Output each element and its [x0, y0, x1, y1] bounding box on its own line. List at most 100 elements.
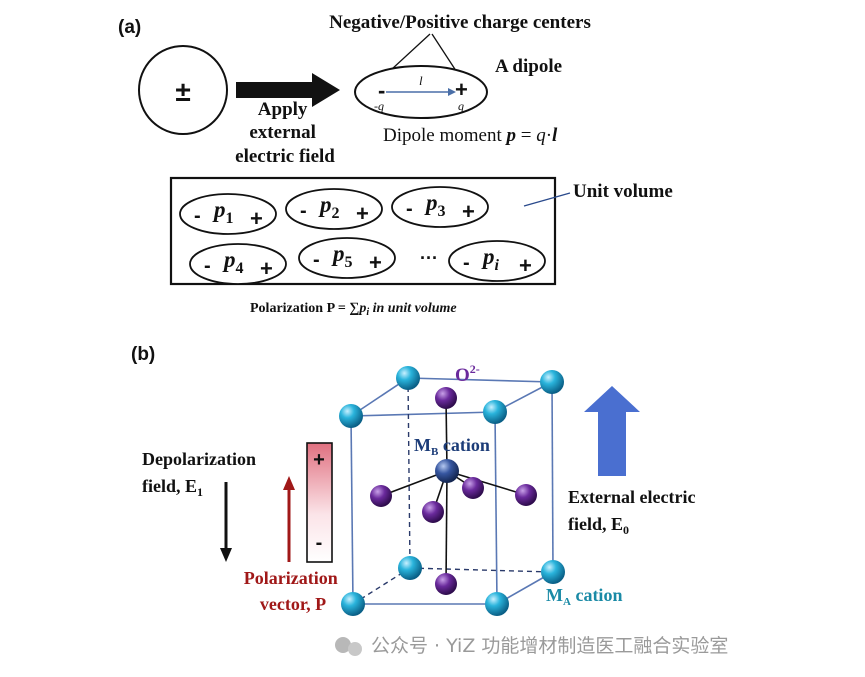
neutral-charge-circle: [138, 45, 228, 135]
dipole-minus-3: -: [406, 198, 413, 220]
pv-line-1: Polarization: [244, 568, 338, 588]
bond: [445, 470, 448, 585]
hidden-edge: [409, 567, 554, 573]
apply-line-1: Apply: [258, 99, 308, 120]
dipole-plus-6: +: [519, 253, 532, 278]
dipole-p-5: p5: [331, 241, 353, 271]
apply-line-2: external: [249, 122, 315, 143]
edge: [407, 377, 553, 383]
pf-sub: i: [366, 307, 369, 318]
depol-sub: 1: [197, 485, 203, 499]
dipole-p-2: p2: [318, 192, 340, 222]
edge: [494, 411, 498, 605]
ma-cation-atom: [396, 366, 420, 390]
ma-cation-atom: [540, 370, 564, 394]
mb-main: M: [414, 435, 431, 455]
charge-symbol: ±: [175, 76, 190, 107]
ma-cation-atom: [485, 592, 509, 616]
panel-b-label: (b): [131, 344, 155, 365]
depol-prefix: field, E: [142, 476, 197, 496]
edge: [551, 381, 554, 573]
dipole-plus-2: +: [356, 201, 369, 226]
oxygen-atom-bottom: [435, 573, 457, 595]
dipole-p-3: p3: [424, 190, 446, 220]
dipole-minus-5: -: [313, 249, 320, 271]
polarization-bar: [306, 442, 333, 563]
dipole-plus-1: +: [250, 206, 263, 231]
o-main: O: [455, 365, 470, 386]
bar-plus: +: [313, 449, 325, 471]
dipole-ellipse-2: [285, 188, 383, 230]
dipole-q-left: -q: [374, 99, 384, 113]
ma-cation-atom: [398, 556, 422, 580]
polarization-vector-label: Polarization vector, P: [244, 568, 342, 614]
dipole-minus-2: -: [300, 200, 307, 222]
pf-suffix: in unit volume: [369, 301, 457, 316]
polarization-arrow-head: [283, 476, 295, 490]
dipole-ellipse-1: [179, 193, 277, 235]
charge-centers-label: Negative/Positive charge centers: [329, 12, 591, 33]
depol-line-1: Depolarization: [142, 449, 256, 469]
dipole-label: A dipole: [495, 56, 562, 77]
ma-sub: A: [563, 596, 571, 608]
edge: [350, 415, 354, 605]
apply-line-3: electric field: [235, 146, 335, 167]
edge: [350, 411, 496, 417]
ef-prefix: field, E: [568, 514, 623, 534]
depolarization-label: Depolarization field, E1: [142, 449, 261, 499]
ef-line-2: field, E0: [568, 514, 629, 537]
hidden-edge: [407, 377, 411, 569]
dipole-q-right: q: [458, 99, 464, 113]
unit-volume-pointer: [523, 192, 571, 207]
dm-dot: ·: [546, 125, 552, 146]
ma-main: M: [546, 585, 563, 605]
mb-sub: B: [431, 446, 439, 458]
ma-cation-atom: [483, 400, 507, 424]
unit-volume-label: Unit volume: [573, 181, 673, 202]
mb-cation-atom: [435, 459, 459, 483]
dm-p: p: [504, 125, 516, 146]
pv-line-2: vector, P: [260, 594, 326, 614]
oxygen-atom-right: [515, 484, 537, 506]
mb-cation-label: MB cation: [414, 435, 490, 458]
dipole-vector-head: [448, 88, 456, 96]
dipole-ellipse-6: [448, 240, 546, 282]
depolarization-arrow-head: [220, 548, 232, 562]
dipole-ellipse-4: [189, 243, 287, 285]
ma-suffix: cation: [571, 585, 623, 605]
bond: [446, 470, 527, 496]
watermark-text: 公众号 · YiZ 功能增材制造医工融合实验室: [371, 635, 728, 657]
dipole-p-6: pi: [481, 244, 500, 274]
dipole-plus: +: [455, 77, 468, 102]
pf-p: p: [358, 301, 366, 316]
panel-a-label: (a): [118, 17, 141, 38]
bar-minus: -: [316, 532, 323, 554]
polarization-formula: Polarization P = ∑pi in unit volume: [250, 301, 457, 318]
dm-prefix: Dipole moment: [383, 125, 506, 146]
mb-suffix: cation: [438, 435, 490, 455]
dipole-ellipse-5: [298, 237, 396, 279]
mb-bonds: [380, 397, 527, 585]
dipole-minus-6: -: [463, 252, 470, 274]
ma-cation-atom: [541, 560, 565, 584]
dipole-ellipse-3: [391, 186, 489, 228]
dipole-p-1: p1: [212, 197, 234, 227]
ma-cation-label: MA cation: [546, 585, 622, 608]
dm-eq: =: [516, 125, 536, 146]
ellipsis: ···: [420, 248, 438, 268]
dipole-moment-text: Dipole moment p = q·l: [383, 125, 558, 146]
ef-sub: 0: [623, 523, 629, 537]
dipole-minus-4: -: [204, 255, 211, 277]
dm-l: l: [552, 125, 558, 146]
depol-line-2: field, E1: [142, 476, 203, 499]
ef-line-1: External electric: [568, 487, 695, 507]
dipole-l: l: [419, 73, 423, 88]
dipole-minus: -: [378, 78, 385, 103]
o-sup: 2-: [470, 362, 480, 376]
apply-text: Apply external electric field: [235, 99, 335, 167]
apply-field-arrow: [236, 73, 340, 107]
dm-q: q: [536, 125, 546, 146]
dipole-minus-1: -: [194, 205, 201, 227]
